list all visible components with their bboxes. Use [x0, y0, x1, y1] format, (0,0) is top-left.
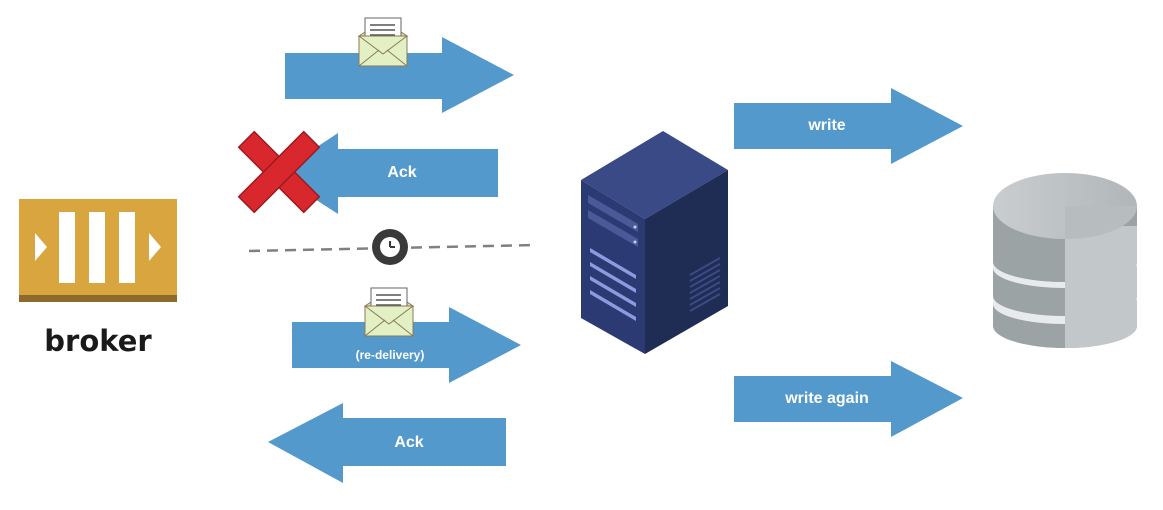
message-arrow: [285, 37, 514, 113]
broker-label: broker: [44, 324, 152, 358]
broker-icon: [19, 199, 177, 302]
write-again-arrow: write again: [734, 361, 963, 437]
ack-failed-label: Ack: [387, 164, 416, 181]
redelivery-label: (re-delivery): [356, 348, 425, 362]
write-arrow: write: [734, 88, 963, 164]
server-icon: [581, 131, 728, 354]
ack-arrow: Ack: [268, 403, 506, 483]
broker: [19, 199, 177, 303]
database-icon: [993, 173, 1137, 348]
write-label: write: [807, 117, 845, 134]
write-again-label: write again: [784, 390, 869, 407]
ack-label: Ack: [394, 434, 423, 451]
envelope-icon: [363, 287, 415, 337]
ack-failed-arrow: Ack: [276, 133, 498, 214]
clock-icon: [372, 229, 408, 265]
redelivery-arrow: (re-delivery): [292, 307, 521, 383]
timeout-line: [248, 243, 537, 253]
envelope-icon: [357, 17, 409, 67]
cross-icon: [237, 130, 321, 214]
